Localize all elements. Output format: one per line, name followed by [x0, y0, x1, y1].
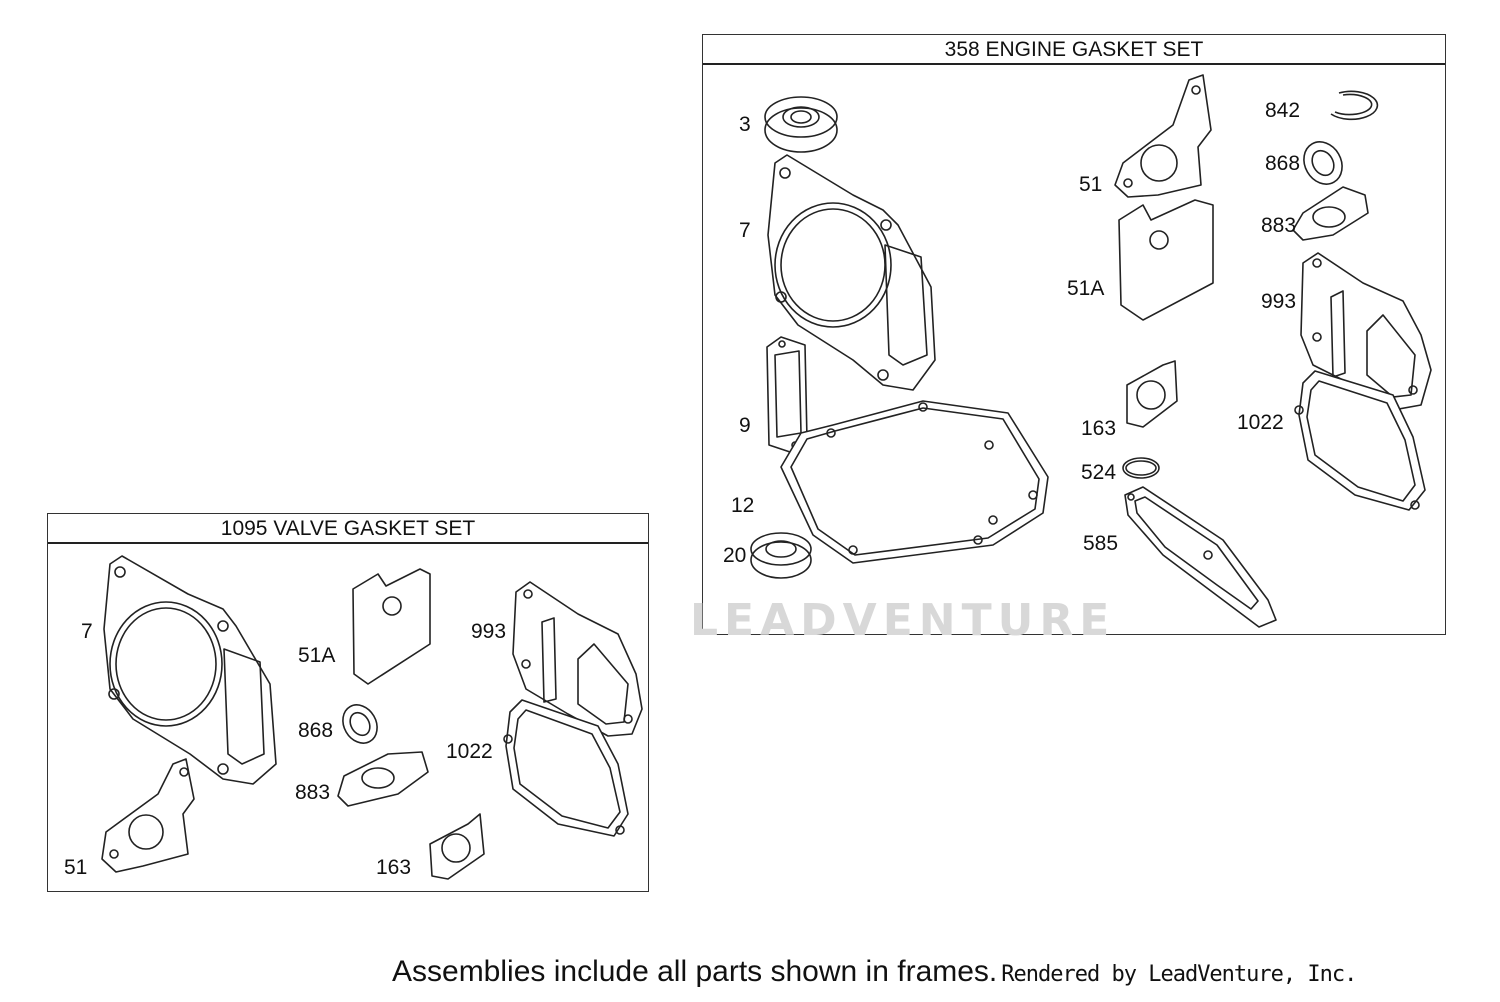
- callout-993: 993: [1261, 290, 1296, 313]
- engine-gasket-set-frame: 358 ENGINE GASKET SET: [702, 34, 1446, 635]
- part-7-head-gasket[interactable]: [767, 154, 936, 391]
- callout-868: 868: [1265, 152, 1300, 175]
- callout-20: 20: [723, 544, 746, 567]
- callout-7: 7: [739, 219, 751, 242]
- part-163-small-gasket[interactable]: [429, 813, 485, 880]
- part-868-seal[interactable]: [1296, 135, 1349, 191]
- callout-883: 883: [295, 781, 330, 804]
- footer: Assemblies include all parts shown in fr…: [392, 955, 1357, 989]
- part-12-crankcase-gasket[interactable]: [780, 400, 1049, 564]
- callout-12: 12: [731, 494, 754, 517]
- part-883-carb-gasket[interactable]: [337, 751, 429, 807]
- part-20-oil-seal[interactable]: [750, 532, 812, 579]
- callout-1022: 1022: [1237, 411, 1284, 434]
- valve-gasket-set-frame: 1095 VALVE GASKET SET: [47, 513, 649, 892]
- callout-524: 524: [1081, 461, 1116, 484]
- part-51-intake-gasket[interactable]: [1114, 74, 1212, 198]
- engine-gasket-set-title: 358 ENGINE GASKET SET: [703, 35, 1445, 65]
- part-51-intake-gasket[interactable]: [101, 758, 195, 873]
- part-3-oil-seal[interactable]: [764, 96, 838, 153]
- valve-gasket-set-diagram: 7 51 51A 868 883 163 993 1022: [64, 555, 643, 880]
- part-1022-rocker-cover-gasket[interactable]: [503, 699, 629, 837]
- callout-993: 993: [471, 620, 506, 643]
- valve-gasket-set-title: 1095 VALVE GASKET SET: [48, 514, 648, 544]
- callout-51: 51: [64, 856, 87, 879]
- part-993-valve-cover-gasket[interactable]: [512, 581, 643, 737]
- part-883-carb-gasket[interactable]: [1292, 186, 1369, 241]
- part-993-valve-cover-gasket[interactable]: [1300, 252, 1432, 411]
- footer-credit: Rendered by LeadVenture, Inc.: [1001, 962, 1357, 987]
- part-842-retaining-ring[interactable]: [1330, 90, 1379, 121]
- callout-868: 868: [298, 719, 333, 742]
- callout-51a: 51A: [1067, 277, 1104, 300]
- part-7-head-gasket[interactable]: [103, 555, 277, 785]
- engine-gasket-set-diagram: 3 7 9 12 20 51 51A 163 524 585 842 868 8…: [723, 74, 1432, 628]
- callout-842: 842: [1265, 99, 1300, 122]
- callout-3: 3: [739, 113, 751, 136]
- callout-163: 163: [376, 856, 411, 879]
- callout-9: 9: [739, 414, 751, 437]
- callout-1022: 1022: [446, 740, 493, 763]
- callout-51a: 51A: [298, 644, 335, 667]
- part-163-small-gasket[interactable]: [1126, 360, 1178, 428]
- footer-note: Assemblies include all parts shown in fr…: [392, 955, 998, 988]
- callout-585: 585: [1083, 532, 1118, 555]
- part-1022-rocker-cover-gasket[interactable]: [1294, 370, 1426, 511]
- part-585-tube-gasket[interactable]: [1124, 486, 1277, 628]
- part-51a-spacer-plate[interactable]: [1118, 199, 1214, 321]
- part-868-seal[interactable]: [336, 699, 384, 750]
- callout-7: 7: [81, 620, 93, 643]
- part-524-o-ring[interactable]: [1122, 457, 1160, 479]
- callout-883: 883: [1261, 214, 1296, 237]
- part-51a-spacer-plate[interactable]: [352, 568, 431, 685]
- callout-163: 163: [1081, 417, 1116, 440]
- callout-51: 51: [1079, 173, 1102, 196]
